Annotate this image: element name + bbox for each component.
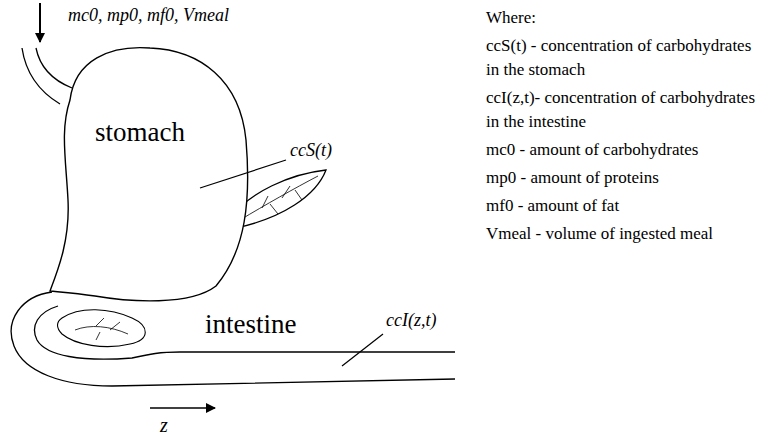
axis-label: z [160,413,168,437]
stomach-organ: stomach [40,40,262,312]
organ-outline [40,40,262,312]
concentration-symbol: ccS(t) [290,140,332,162]
definition-text: mc0 - amount of carbohydrates [486,138,758,162]
definition-text: mf0 - amount of fat [486,194,758,218]
concentration-symbol: ccI(z,t) [386,310,436,332]
definition-text: ccI(z,t)- concentration of carbohydrates… [486,86,758,134]
definition-text: ccS(t) - concentration of carbohydrates … [486,34,758,82]
definition-text: Where: [486,6,758,30]
input-symbols: mc0, mp0, mf0, Vmeal [68,5,229,27]
definition-text: mp0 - amount of proteins [486,166,758,190]
definition-text: Vmeal - volume of ingested meal [486,222,758,246]
organ-name: intestine [205,308,296,340]
organ-name: stomach [95,116,185,148]
